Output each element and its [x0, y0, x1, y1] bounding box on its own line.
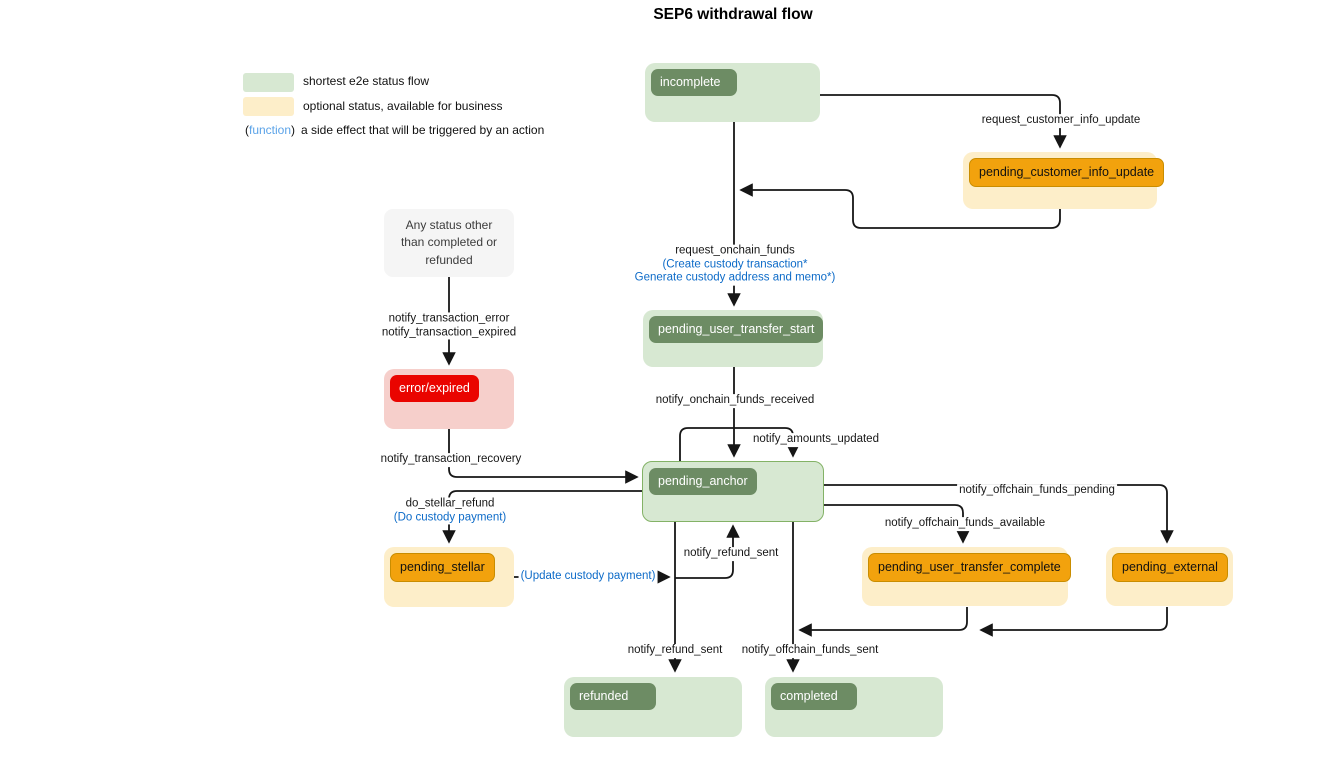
- label-notify-amounts-updated: notify_amounts_updated: [751, 433, 881, 447]
- label-request-onchain-funds: request_onchain_funds (Create custody tr…: [632, 244, 838, 286]
- state-pending-user-transfer-complete: pending_user_transfer_complete: [862, 547, 1071, 606]
- label-notify-offchain-funds-pending: notify_offchain_funds_pending: [957, 484, 1117, 498]
- edge-pending-user-transfer-complete-to-completed: [798, 607, 968, 637]
- edge-pending-external-to-completed: [979, 607, 1168, 637]
- state-completed: completed: [765, 677, 943, 737]
- state-pending-user-transfer-complete-label: pending_user_transfer_complete: [868, 553, 1071, 583]
- paren-close: ): [291, 123, 296, 137]
- state-incomplete-label: incomplete: [651, 69, 737, 97]
- label-notify-transaction-error-expired: notify_transaction_error notify_transact…: [379, 312, 519, 340]
- label-request-onchain-funds-action: request_onchain_funds: [675, 244, 795, 257]
- state-error-expired: error/expired: [384, 369, 514, 429]
- state-pending-external: pending_external: [1106, 547, 1233, 606]
- edge-pending-anchor-self-loop-amounts-updated: [679, 427, 800, 461]
- paren-open: (: [245, 123, 249, 137]
- label-notify-transaction-error: notify_transaction_error: [388, 312, 510, 325]
- state-incomplete: incomplete: [645, 63, 820, 122]
- label-do-stellar-refund: do_stellar_refund (Do custody payment): [391, 497, 509, 525]
- label-request-customer-info-update: request_customer_info_update: [979, 114, 1143, 128]
- function-word: function: [249, 123, 292, 137]
- legend-function-token: (function): [245, 123, 295, 137]
- label-notify-transaction-expired: notify_transaction_expired: [381, 326, 517, 338]
- legend-green-label: shortest e2e status flow: [303, 74, 430, 88]
- state-refunded-label: refunded: [570, 683, 656, 711]
- edge-refund-sent-up-to-pending-anchor: [675, 524, 740, 579]
- page-title: SEP6 withdrawal flow: [653, 6, 813, 23]
- legend-yellow-swatch: [243, 97, 294, 116]
- label-request-onchain-funds-fn2: Generate custody address and memo*): [634, 271, 836, 284]
- state-pending-anchor: pending_anchor: [642, 461, 824, 522]
- state-pending-external-label: pending_external: [1112, 553, 1228, 583]
- state-pending-stellar: pending_stellar: [384, 547, 514, 607]
- edge-pending-anchor-to-pending-external: [822, 484, 1174, 544]
- label-notify-refund-sent-up: notify_refund_sent: [681, 547, 781, 561]
- legend-yellow-label: optional status, available for business: [303, 99, 503, 113]
- label-update-custody-payment: (Update custody payment): [518, 570, 658, 584]
- edge-error-expired-to-pending-anchor: [448, 429, 639, 484]
- edge-incomplete-to-pending-customer-info-update: [820, 94, 1067, 149]
- legend-green-swatch: [243, 73, 294, 92]
- edge-pending-anchor-to-pending-user-transfer-complete: [822, 504, 970, 544]
- state-pending-user-transfer-start: pending_user_transfer_start: [643, 310, 824, 367]
- state-completed-label: completed: [771, 683, 857, 711]
- label-do-stellar-refund-fn: (Do custody payment): [393, 511, 507, 523]
- state-refunded: refunded: [564, 677, 742, 737]
- label-notify-offchain-funds-available: notify_offchain_funds_available: [882, 517, 1048, 531]
- label-notify-refund-sent-down: notify_refund_sent: [625, 644, 725, 658]
- state-error-expired-label: error/expired: [390, 375, 479, 403]
- label-notify-offchain-funds-sent: notify_offchain_funds_sent: [739, 644, 881, 658]
- state-pending-customer-info-update-label: pending_customer_info_update: [969, 158, 1165, 188]
- label-do-stellar-refund-action: do_stellar_refund: [405, 497, 495, 510]
- label-notify-onchain-funds-received: notify_onchain_funds_received: [653, 394, 817, 408]
- state-pending-stellar-label: pending_stellar: [390, 553, 495, 583]
- state-pending-user-transfer-start-label: pending_user_transfer_start: [649, 316, 824, 344]
- state-pending-customer-info-update: pending_customer_info_update: [963, 152, 1165, 209]
- label-notify-transaction-recovery: notify_transaction_recovery: [378, 453, 524, 467]
- state-pending-anchor-label: pending_anchor: [649, 468, 757, 496]
- note-any-status: Any status other than completed or refun…: [384, 209, 514, 277]
- label-request-onchain-funds-fn1: (Create custody transaction*: [662, 258, 808, 271]
- edge-pending-customer-info-update-return: [739, 183, 1061, 229]
- legend-function-label: a side effect that will be triggered by …: [301, 123, 545, 137]
